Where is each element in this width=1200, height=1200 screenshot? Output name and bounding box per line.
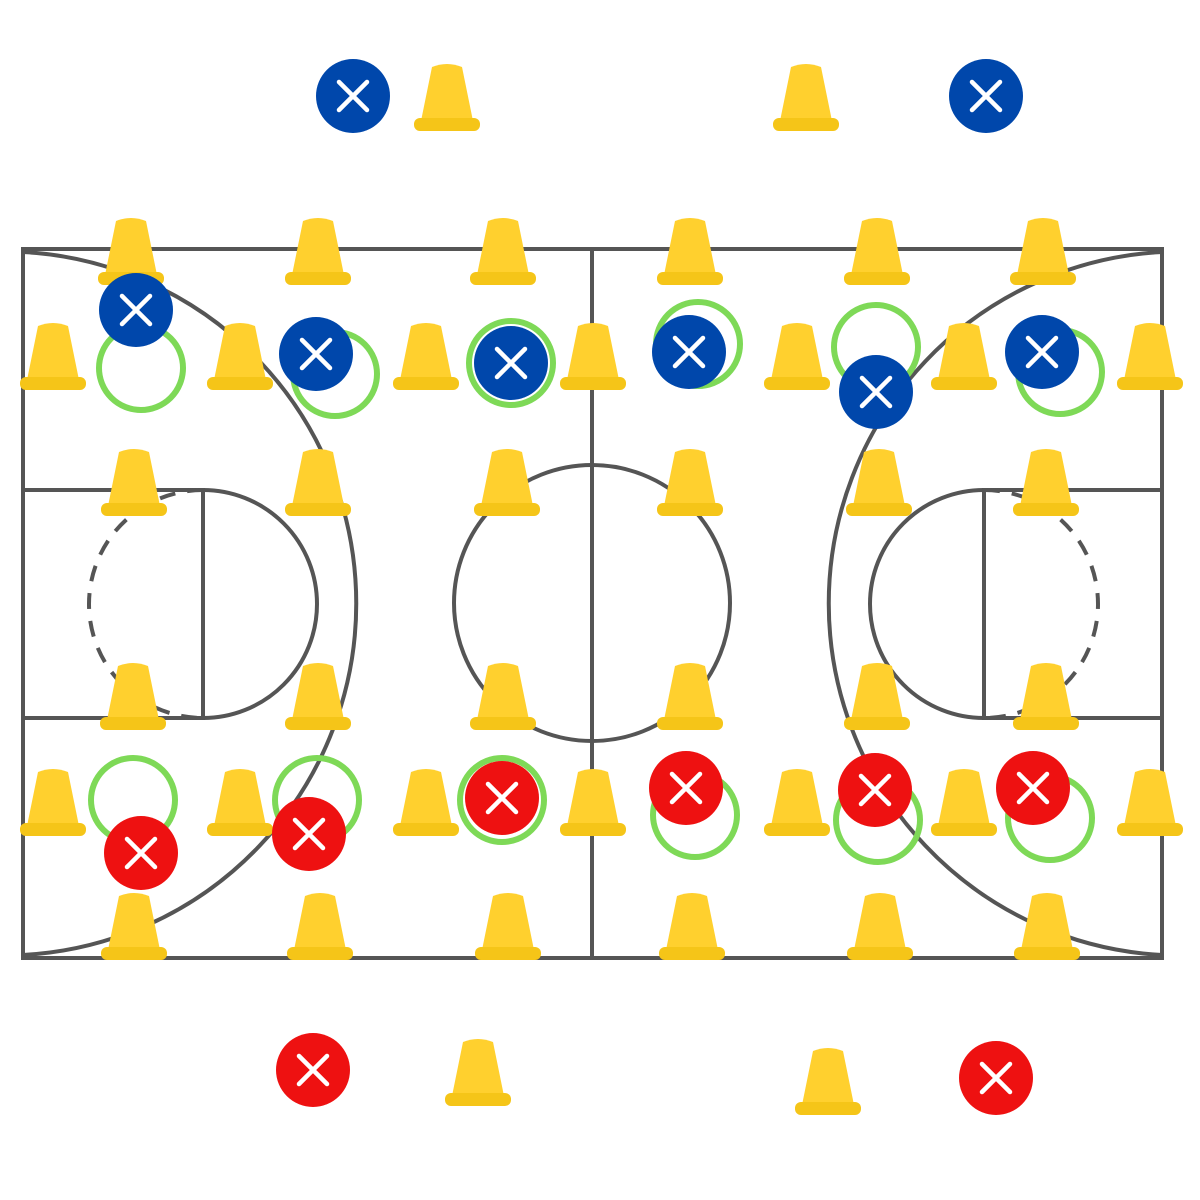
left-three-point-arc (22, 250, 359, 957)
traffic-cone-icon (657, 449, 723, 516)
traffic-cone-icon (475, 893, 541, 960)
x-mark-icon (979, 1061, 1013, 1095)
traffic-cone-icon (1013, 449, 1079, 516)
traffic-cone-icon (101, 893, 167, 960)
red-player (272, 797, 346, 871)
traffic-cone-icon (560, 769, 626, 836)
left-key (23, 488, 205, 720)
traffic-cone-icon (285, 663, 351, 730)
traffic-cone-icon (285, 449, 351, 516)
x-mark-icon (969, 79, 1003, 113)
blue-player (474, 326, 548, 400)
blue-player (99, 273, 173, 347)
traffic-cone-icon (474, 449, 540, 516)
blue-player (279, 317, 353, 391)
traffic-cone-icon (764, 769, 830, 836)
red-player (104, 816, 178, 890)
traffic-cone-icon (657, 663, 723, 730)
center-circle (452, 463, 732, 743)
traffic-cone-icon (20, 323, 86, 390)
cones (20, 64, 1183, 1115)
traffic-cone-icon (659, 893, 725, 960)
traffic-cone-icon (393, 769, 459, 836)
x-mark-icon (336, 79, 370, 113)
traffic-cone-icon (470, 218, 536, 285)
traffic-cone-icon (393, 323, 459, 390)
traffic-cone-icon (795, 1048, 861, 1115)
traffic-cone-icon (844, 663, 910, 730)
ring-icon (457, 755, 547, 845)
blue-player (316, 59, 390, 133)
traffic-cone-icon (20, 769, 86, 836)
right-free-throw-arc (868, 488, 985, 720)
x-mark-icon (859, 375, 893, 409)
red-player (996, 751, 1070, 825)
x-mark-icon (292, 817, 326, 851)
red-player (838, 753, 912, 827)
ring-icon (466, 318, 556, 408)
blue-player (652, 315, 726, 389)
traffic-cone-icon (414, 64, 480, 131)
x-mark-icon (494, 346, 528, 380)
players (99, 59, 1079, 1115)
traffic-cone-icon (1010, 218, 1076, 285)
traffic-cone-icon (844, 218, 910, 285)
x-mark-icon (1016, 771, 1050, 805)
traffic-cone-icon (1013, 663, 1079, 730)
traffic-cone-icon (207, 769, 273, 836)
traffic-cone-icon (285, 218, 351, 285)
x-mark-icon (858, 773, 892, 807)
traffic-cone-icon (657, 218, 723, 285)
traffic-cone-icon (287, 893, 353, 960)
red-player (649, 751, 723, 825)
right-free-throw-arc-dashed (983, 488, 1100, 720)
blue-player (839, 355, 913, 429)
right-key (982, 488, 1162, 720)
red-player (276, 1033, 350, 1107)
x-mark-icon (296, 1053, 330, 1087)
traffic-cone-icon (470, 663, 536, 730)
x-mark-icon (124, 836, 158, 870)
blue-player (949, 59, 1023, 133)
red-player (959, 1041, 1033, 1115)
x-mark-icon (299, 337, 333, 371)
blue-player (1005, 315, 1079, 389)
traffic-cone-icon (1014, 893, 1080, 960)
left-free-throw-arc-dashed (87, 488, 204, 720)
traffic-cone-icon (560, 323, 626, 390)
x-mark-icon (1025, 335, 1059, 369)
traffic-cone-icon (207, 323, 273, 390)
traffic-cone-icon (445, 1039, 511, 1106)
x-mark-icon (669, 771, 703, 805)
traffic-cone-icon (101, 449, 167, 516)
traffic-cone-icon (847, 893, 913, 960)
traffic-cone-icon (100, 663, 166, 730)
right-three-point-arc (826, 250, 1163, 957)
traffic-cone-icon (1117, 323, 1183, 390)
left-free-throw-arc (202, 488, 319, 720)
x-mark-icon (485, 781, 519, 815)
red-player (465, 761, 539, 835)
traffic-cone-icon (846, 449, 912, 516)
traffic-cone-icon (931, 769, 997, 836)
traffic-cone-icon (764, 323, 830, 390)
traffic-cone-icon (1117, 769, 1183, 836)
traffic-cone-icon (931, 323, 997, 390)
x-mark-icon (672, 335, 706, 369)
x-mark-icon (119, 293, 153, 327)
traffic-cone-icon (773, 64, 839, 131)
